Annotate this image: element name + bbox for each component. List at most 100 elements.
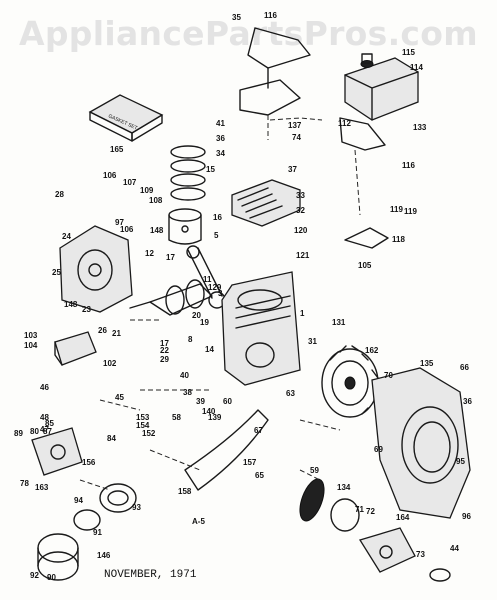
part-label-22: 22 (160, 346, 169, 355)
part-label-1: 1 (300, 309, 305, 318)
starter-belt (299, 478, 360, 532)
part-label-107: 107 (123, 178, 137, 187)
part-label-32: 32 (296, 206, 305, 215)
part-label-33: 33 (296, 191, 305, 200)
piston-rings (170, 145, 206, 201)
part-label-17: 17 (160, 339, 169, 348)
connecting-rod (186, 245, 226, 309)
part-label-36: 36 (216, 134, 225, 143)
carb-bracket (339, 117, 389, 249)
part-label-15: 15 (206, 165, 215, 174)
part-label-97: 97 (115, 218, 124, 227)
part-label-84: 84 (107, 434, 116, 443)
part-label-148: 148 (150, 226, 164, 235)
part-label-148: 148 (64, 300, 78, 309)
recoil-starter (358, 527, 451, 582)
blower-housing (371, 367, 471, 519)
part-label-116: 116 (402, 161, 415, 170)
cylinder-head (231, 179, 301, 227)
part-label-45: 45 (115, 393, 124, 402)
part-label-66: 66 (460, 363, 469, 372)
part-label-137: 137 (288, 121, 302, 130)
part-label-133: 133 (413, 123, 427, 132)
part-label-157: 157 (243, 458, 257, 467)
crankshaft (129, 279, 213, 316)
part-label-120: 120 (294, 226, 308, 235)
part-label-162: 162 (365, 346, 379, 355)
part-label-121: 121 (296, 251, 310, 260)
part-label-39: 39 (196, 397, 205, 406)
part-label-114: 114 (410, 63, 423, 72)
part-label-20: 20 (192, 311, 201, 320)
part-label-87: 87 (43, 427, 52, 436)
part-label-94: 94 (74, 496, 83, 505)
part-label-69: 69 (374, 445, 383, 454)
part-label-154: 154 (136, 421, 150, 430)
part-label-48: 48 (40, 413, 49, 422)
part-label-95: 95 (456, 457, 465, 466)
air-filter (54, 331, 97, 366)
part-label-89: 89 (14, 429, 23, 438)
part-label-29: 29 (160, 355, 169, 364)
starter-gear (73, 483, 137, 531)
tank-bracket (239, 27, 311, 116)
part-label-36: 36 (463, 397, 472, 406)
part-label-91: 91 (93, 528, 102, 537)
part-label-25: 25 (52, 268, 61, 277)
part-label-135: 135 (420, 359, 434, 368)
part-label-40: 40 (180, 371, 189, 380)
part-label-58: 58 (172, 413, 181, 422)
part-label-5: 5 (214, 231, 219, 240)
part-label-129: 129 (208, 283, 222, 292)
part-label-103: 103 (24, 331, 38, 340)
page-reference: A-5 (192, 517, 205, 526)
part-label-131: 131 (332, 318, 346, 327)
part-label-37: 37 (288, 165, 297, 174)
part-label-14: 14 (205, 345, 214, 354)
part-label-73: 73 (416, 550, 425, 559)
part-label-106: 106 (120, 225, 134, 234)
part-label-92: 92 (30, 571, 39, 580)
watermark: AppliancePartsPros.com (19, 14, 478, 53)
part-label-96: 96 (462, 512, 471, 521)
part-label-46: 46 (40, 383, 49, 392)
part-label-71: 71 (355, 505, 364, 514)
assembly-lines (79, 115, 361, 491)
part-label-146: 146 (97, 551, 111, 560)
part-label-44: 44 (450, 544, 459, 553)
part-label-38: 38 (183, 388, 192, 397)
part-label-116: 116 (264, 11, 277, 20)
part-label-21: 21 (112, 329, 121, 338)
part-label-31: 31 (308, 337, 317, 346)
part-label-72: 72 (366, 507, 375, 516)
part-label-41: 41 (216, 119, 225, 128)
flywheel (321, 345, 379, 418)
part-label-153: 153 (136, 413, 150, 422)
part-label-93: 93 (132, 503, 141, 512)
part-label-152: 152 (142, 429, 156, 438)
part-label-19: 19 (200, 318, 209, 327)
part-label-63: 63 (286, 389, 295, 398)
part-label-11: 11 (203, 275, 212, 284)
part-label-102: 102 (103, 359, 117, 368)
part-label-65: 65 (255, 471, 264, 480)
part-label-35: 35 (232, 13, 241, 22)
crankcase-cover (59, 225, 133, 313)
part-label-163: 163 (35, 483, 49, 492)
part-label-112: 112 (338, 119, 351, 128)
engine-block (221, 271, 301, 386)
part-label-67: 67 (254, 426, 263, 435)
gasket-set-box: GASKET SET (88, 94, 164, 142)
part-label-59: 59 (310, 466, 319, 475)
part-label-80: 80 (30, 427, 39, 436)
part-label-109: 109 (140, 186, 154, 195)
part-label-60: 60 (223, 397, 232, 406)
part-label-140: 140 (202, 407, 216, 416)
part-label-24: 24 (62, 232, 71, 241)
part-label-3: 3 (218, 289, 223, 298)
footer-date: NOVEMBER, 1971 (104, 569, 197, 581)
part-label-164: 164 (396, 513, 410, 522)
part-label-158: 158 (178, 487, 192, 496)
